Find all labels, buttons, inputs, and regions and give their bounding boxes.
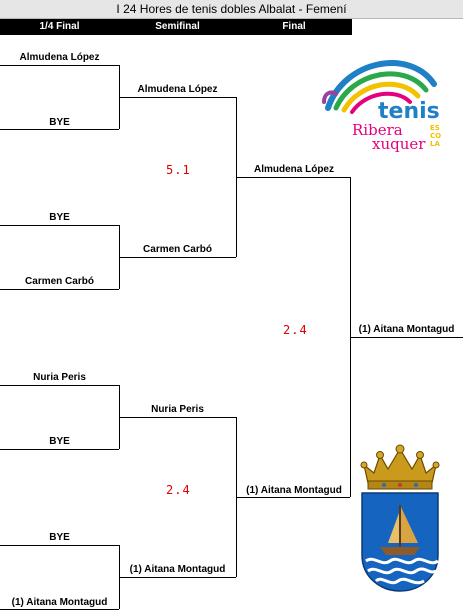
bracket-line	[0, 545, 119, 546]
sf-player-3: Nuria Peris	[151, 404, 204, 415]
bracket-line	[0, 65, 119, 66]
bracket-line	[0, 609, 119, 610]
bracket-line	[236, 497, 350, 498]
bracket-line	[0, 449, 119, 450]
bracket-line	[0, 225, 119, 226]
logo-brand: tenis	[378, 99, 440, 124]
bracket-line	[119, 257, 236, 258]
winner-name: (1) Aitana Montagud	[358, 324, 455, 335]
bracket-line	[119, 97, 236, 98]
logo-sub1: Ribera	[352, 121, 403, 139]
bracket-line	[236, 177, 350, 178]
sf-player-1: Almudena López	[137, 84, 218, 95]
qf-player-8: (1) Aitana Montagud	[11, 597, 108, 608]
final-player-2: (1) Aitana Montagud	[246, 485, 342, 496]
final-score: 2.4	[283, 323, 308, 337]
sf-player-2: Carmen Carbó	[143, 244, 212, 255]
bracket-line	[119, 577, 236, 578]
qf-player-4: Carmen Carbó	[25, 276, 94, 287]
bracket-line	[0, 129, 119, 130]
bracket-line	[0, 289, 119, 290]
coat-of-arms	[358, 443, 442, 593]
qf-player-6: BYE	[49, 436, 70, 447]
sf-score-bottom: 2.4	[166, 483, 191, 497]
qf-player-2: BYE	[49, 117, 70, 128]
bracket-line	[350, 337, 463, 338]
qf-player-7: BYE	[49, 532, 70, 543]
qf-player-5: Nuria Peris	[33, 372, 86, 383]
final-player-1: Almudena López	[253, 164, 334, 175]
header-quarterfinal: 1/4 Final	[0, 19, 119, 35]
bracket-line	[119, 417, 236, 418]
logo-arcs-icon	[322, 60, 437, 114]
page-title: I 24 Hores de tenis dobles Albalat - Fem…	[0, 0, 463, 19]
sf-score-top: 5.1	[166, 163, 191, 177]
tenis-logo: tenis Ribera xuquer ES CO LA	[322, 50, 448, 160]
header-final: Final	[236, 19, 352, 35]
logo-sub3: ES CO LA	[430, 124, 442, 148]
header-semifinal: Semifinal	[119, 19, 236, 35]
crown-shield-icon	[360, 444, 440, 592]
qf-player-3: BYE	[49, 212, 70, 223]
sf-player-4: (1) Aitana Montagud	[129, 564, 226, 575]
qf-player-1: Almudena López	[19, 52, 100, 63]
logo-sub2: xuquer	[372, 135, 426, 153]
bracket-line	[0, 385, 119, 386]
